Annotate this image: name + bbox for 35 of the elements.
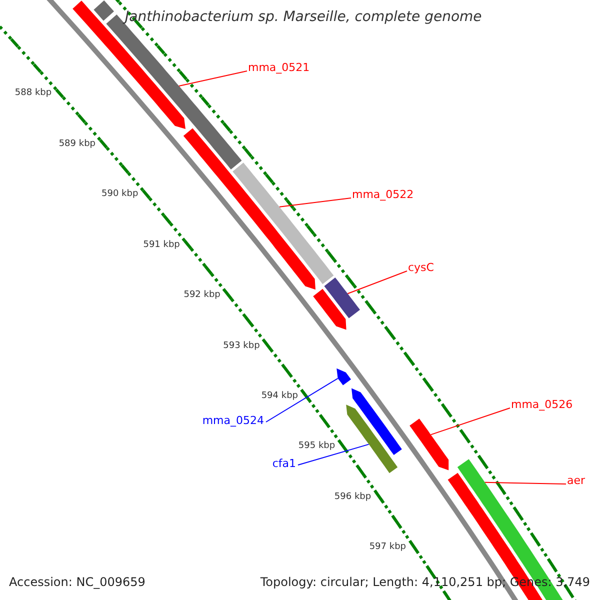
tick-label: 590 kbp	[102, 190, 138, 200]
leader-line	[347, 270, 408, 294]
gene-feature	[94, 0, 114, 21]
tick-label: 589 kbp	[58, 140, 96, 149]
gene-feature	[410, 418, 449, 470]
gene-label: cysC	[408, 262, 434, 273]
gene-label: cfa1	[272, 458, 296, 469]
gene-label: mma_0521	[248, 62, 310, 73]
genome-info-text: Topology: circular; Length: 4,110,251 bp; Genes: 3,749	[260, 576, 590, 588]
leader-line	[279, 198, 352, 208]
tick-label: 593 kbp	[223, 342, 260, 351]
gene-label: mma_0524	[202, 415, 264, 426]
tick-label: 588 kbp	[14, 89, 52, 98]
gene-feature	[336, 368, 351, 386]
accession-text: Accession: NC_009659	[9, 576, 146, 588]
gene-label: mma_0522	[352, 189, 414, 200]
tick-label: 592 kbp	[184, 291, 220, 300]
gene-label: mma_0526	[511, 399, 573, 410]
tick-label: 594 kbp	[261, 392, 298, 401]
gene-feature	[324, 278, 360, 318]
tick-label: 595 kbp	[298, 442, 336, 452]
gene-feature	[313, 288, 346, 330]
gene-label: aer	[567, 475, 586, 486]
leader-line	[178, 70, 248, 86]
leader-line	[430, 408, 510, 436]
leader-line	[298, 444, 370, 466]
gene-feature	[183, 128, 316, 290]
gene-feature	[232, 162, 334, 284]
leader-line	[484, 482, 566, 484]
tick-label: 596 kbp	[334, 492, 372, 502]
tick-label: 597 kbp	[369, 543, 406, 552]
gene-feature	[352, 388, 402, 455]
title: Janthinobacterium sp. Marseille, complete genome	[125, 10, 482, 24]
gene-feature	[346, 404, 398, 474]
leader-line	[266, 378, 338, 422]
